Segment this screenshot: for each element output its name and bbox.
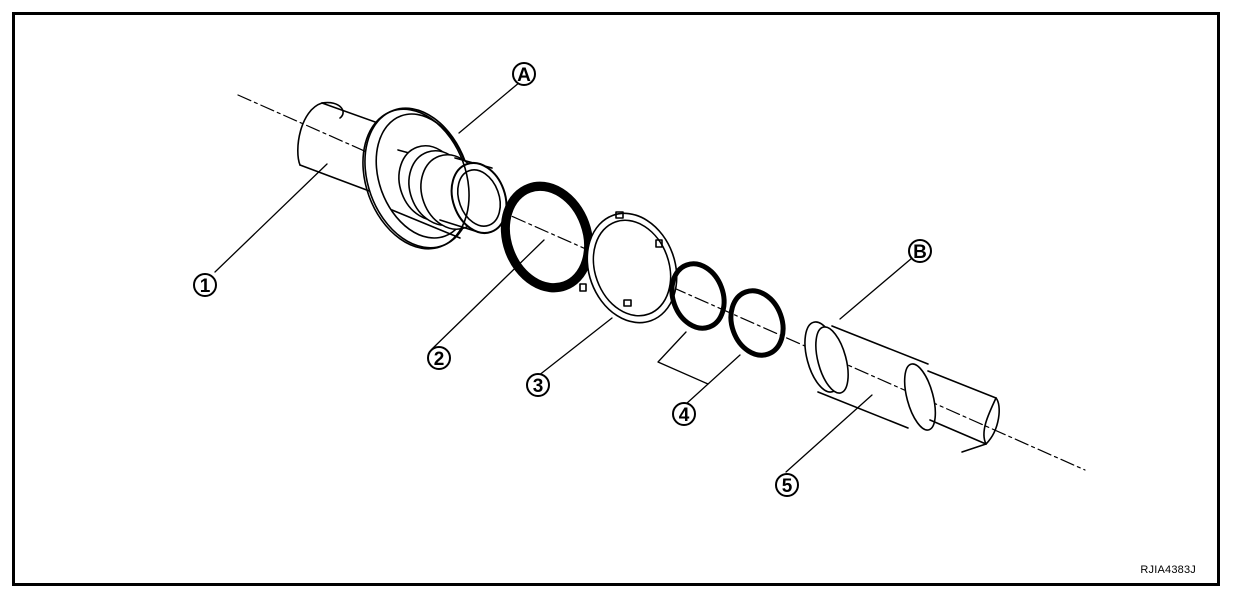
figure-code: RJIA4383J [1140,564,1196,576]
callout-5-label: 5 [782,476,793,497]
callout-a: A [512,62,536,86]
callout-2-label: 2 [434,349,445,370]
part-4-o-rings [669,261,786,358]
part-3-tabbed-ring [579,211,678,324]
callout-b-label: B [913,242,927,263]
part-2-toothed-ring [500,181,594,293]
callout-a-label: A [517,65,531,86]
leader-lines [214,81,913,473]
callout-b: B [908,239,932,263]
part-1-shaft-flange [297,101,508,250]
callout-4-label: 4 [679,405,690,426]
callout-3-label: 3 [533,376,544,397]
callout-2: 2 [427,346,451,370]
callout-3: 3 [526,373,550,397]
callout-1-label: 1 [200,276,211,297]
callout-5: 5 [775,473,799,497]
callout-1: 1 [193,273,217,297]
callout-4: 4 [672,402,696,426]
part-5-shaft [804,321,1000,453]
